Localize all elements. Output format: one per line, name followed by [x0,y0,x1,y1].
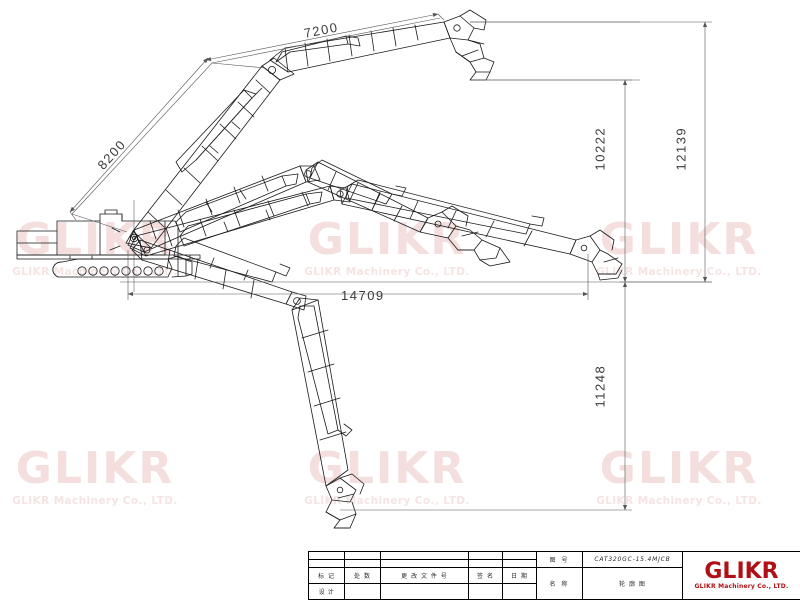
rev-header-mark: 标 记 [308,567,345,584]
boom-pose-max-height [125,9,495,249]
title-block: 图 号 CAT320GC-15.4MJCB GLIKR GLIKR Machin… [308,551,800,600]
rev-cell-blank [344,559,381,568]
logo-sub-text: GLIKR Machinery Co., LTD. [694,583,789,590]
designer-label: 设 计 [308,583,345,600]
title-block-row-designer: 设 计 [308,583,800,600]
rev-header-change-doc-no: 更 改 文 件 号 [380,567,469,584]
logo-main-text: GLIKR [704,559,779,584]
rev-header-qty: 处 数 [344,567,381,584]
boom-pose-ground-reach [129,179,623,281]
dimension-label-reach-horizontal: 14709 [341,288,385,303]
logo-cell: GLIKR GLIKR Machinery Co., LTD. [682,551,800,600]
brand-logo: GLIKR GLIKR Machinery Co., LTD. [684,559,800,590]
rev-cell-blank [468,551,503,560]
designer-cell-blank [380,583,469,600]
name-label: 名 称 [536,567,583,600]
designer-cell-blank [502,583,537,600]
boom-foot-detail [109,227,139,251]
dimension-label-height-outer: 12139 [673,126,689,171]
rev-cell-blank [502,559,537,568]
excavator-house [16,209,201,260]
dimension-label-height-inner: 10222 [592,126,608,171]
designer-cell-blank [468,583,503,600]
drawing-no-value: CAT320GC-15.4MJCB [582,551,683,568]
dimension-label-depth-below: 11248 [592,364,608,408]
excavator-undercarriage [52,255,193,278]
boom-pose-max-reach [127,159,511,267]
rev-header-signature: 签 名 [468,567,503,584]
title-block-row-blank-1: 图 号 CAT320GC-15.4MJCB GLIKR GLIKR Machin… [308,551,800,600]
title-block-table: 图 号 CAT320GC-15.4MJCB GLIKR GLIKR Machin… [308,551,800,600]
rev-cell-blank [308,551,345,560]
rev-cell-blank [380,559,469,568]
boom-pose-max-depth [131,237,365,529]
rev-cell-blank [308,559,345,568]
rev-cell-blank [380,551,469,560]
designer-cell-blank [344,583,381,600]
rev-cell-blank [468,559,503,568]
title-block-row-headers: 标 记 处 数 更 改 文 件 号 签 名 日 期 名 称 轮 廓 图 [308,567,800,600]
rev-cell-blank [344,551,381,560]
drawing-no-label: 图 号 [536,551,583,568]
dimension-lines [69,12,712,511]
rev-header-date: 日 期 [502,567,537,584]
rev-cell-blank [502,551,537,560]
name-value: 轮 廓 图 [582,567,683,600]
